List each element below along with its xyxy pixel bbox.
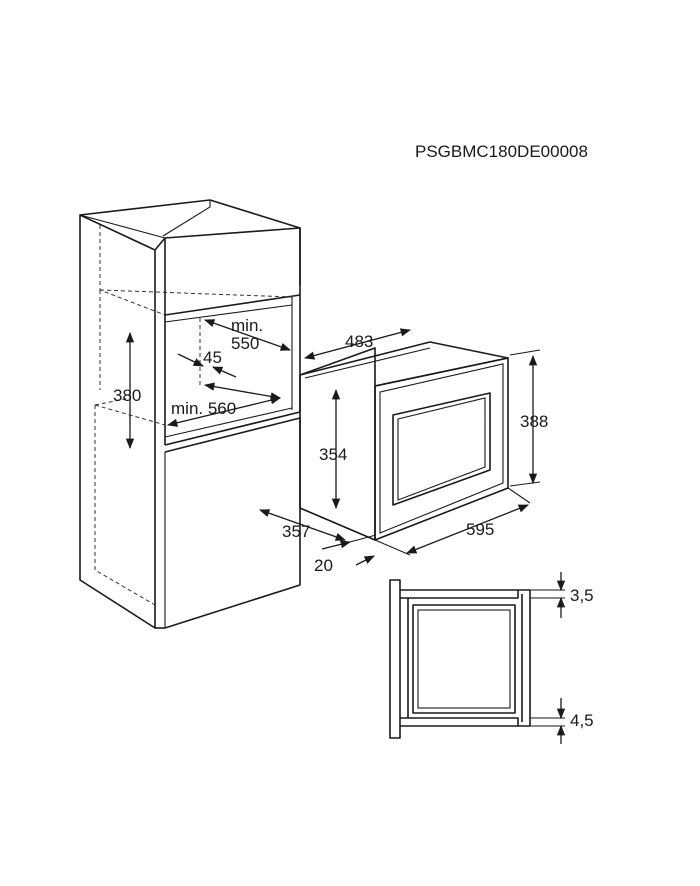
dim-595-label: 595 xyxy=(466,520,494,539)
dim-20-arrow-right xyxy=(355,555,375,566)
oven-drawing xyxy=(299,341,509,541)
dim-388-label: 388 xyxy=(520,412,548,431)
dim-45-label: 45 xyxy=(203,348,222,367)
dim-354-label: 354 xyxy=(319,445,347,464)
dim-380-label: 380 xyxy=(113,386,141,405)
oven-dimensions: 483 354 388 357 20 595 xyxy=(259,328,548,575)
dim-595-line xyxy=(406,504,529,554)
section-dimensions: 3,5 4,5 xyxy=(530,572,594,744)
section-drawing xyxy=(389,579,531,739)
dim-550-min-label: min. xyxy=(231,316,263,335)
dim-4-5-label: 4,5 xyxy=(570,711,594,730)
dim-483-label: 483 xyxy=(345,332,373,351)
dim-45-arrow-in xyxy=(177,353,204,367)
dim-3-5-label: 3,5 xyxy=(570,586,594,605)
dim-560-line xyxy=(166,396,282,427)
dim-550-label: 550 xyxy=(231,334,259,353)
dim-560-label: min. 560 xyxy=(171,399,236,418)
document-code: PSGBMC180DE00008 xyxy=(415,142,588,161)
dim-483-line xyxy=(303,328,412,360)
dim-20-label: 20 xyxy=(314,556,333,575)
dim-560-diag xyxy=(203,382,282,401)
dim-357-line xyxy=(259,509,346,541)
dim-45-arrow-out xyxy=(212,366,237,378)
dim-20-arrow-left xyxy=(321,540,352,550)
cabinet-dimensions: 380 min. 550 45 min. 560 xyxy=(113,316,291,450)
dim-357-label: 357 xyxy=(282,522,310,541)
dim-550-line xyxy=(204,319,291,351)
